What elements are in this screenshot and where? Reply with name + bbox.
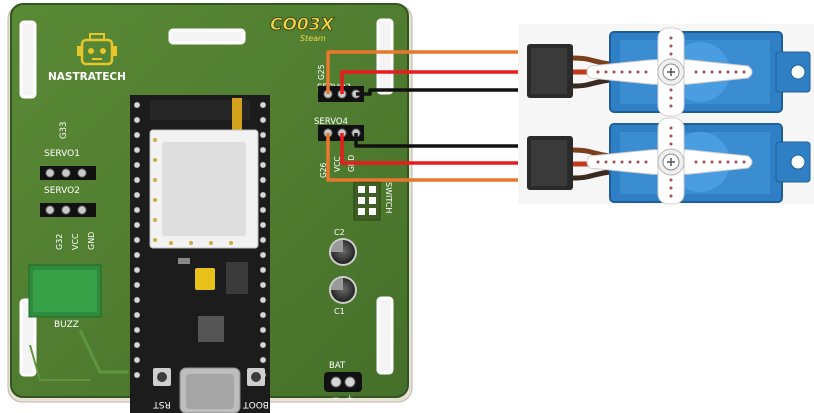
c2-label: C2 xyxy=(334,228,345,237)
servo4-label: SERVO4 xyxy=(314,117,348,127)
bat-label: BAT xyxy=(329,361,346,371)
pin-label-vcc: VCC xyxy=(71,233,80,250)
pin-label-g32: G32 xyxy=(55,234,64,250)
c1-label: C1 xyxy=(334,307,345,316)
pin-label-vcc-2: VCC xyxy=(333,156,342,172)
servo-bottom-wires xyxy=(326,133,527,182)
servo-motor-top xyxy=(527,27,811,117)
servo1-label: SERVO1 xyxy=(44,149,80,159)
codex-logo-sub: Steam xyxy=(300,34,326,43)
pin-label-g33: G33 xyxy=(59,122,69,139)
capacitor-c2 xyxy=(329,238,357,266)
power-switch xyxy=(353,181,381,221)
servo2-header xyxy=(40,203,96,217)
bat-plus-label: + xyxy=(346,394,354,404)
servo-top-wires xyxy=(326,50,527,96)
brand-label: NASTRATECH xyxy=(48,71,126,83)
robot-logo-icon xyxy=(77,33,117,66)
capacitor-c1 xyxy=(329,276,357,304)
mounting-slots xyxy=(19,18,394,377)
buzz-label: BUZZ xyxy=(54,320,79,330)
buzzer xyxy=(28,264,102,318)
rst-label: RST xyxy=(153,399,171,409)
servo2-label: SERVO2 xyxy=(44,186,80,196)
esp32-module xyxy=(130,95,270,413)
codex-logo: CO03X xyxy=(270,15,335,35)
boot-label: BOOT xyxy=(243,399,269,409)
servo-motor-bottom xyxy=(527,117,811,205)
pin-label-g25: G25 xyxy=(317,64,326,80)
servo1-header xyxy=(40,166,96,180)
pin-label-g26: G26 xyxy=(319,162,328,178)
pin-label-gnd: GND xyxy=(87,232,96,250)
battery-connector xyxy=(324,372,362,392)
switch-label: SWITCH xyxy=(384,182,393,213)
bat-minus-label: − xyxy=(332,394,340,404)
